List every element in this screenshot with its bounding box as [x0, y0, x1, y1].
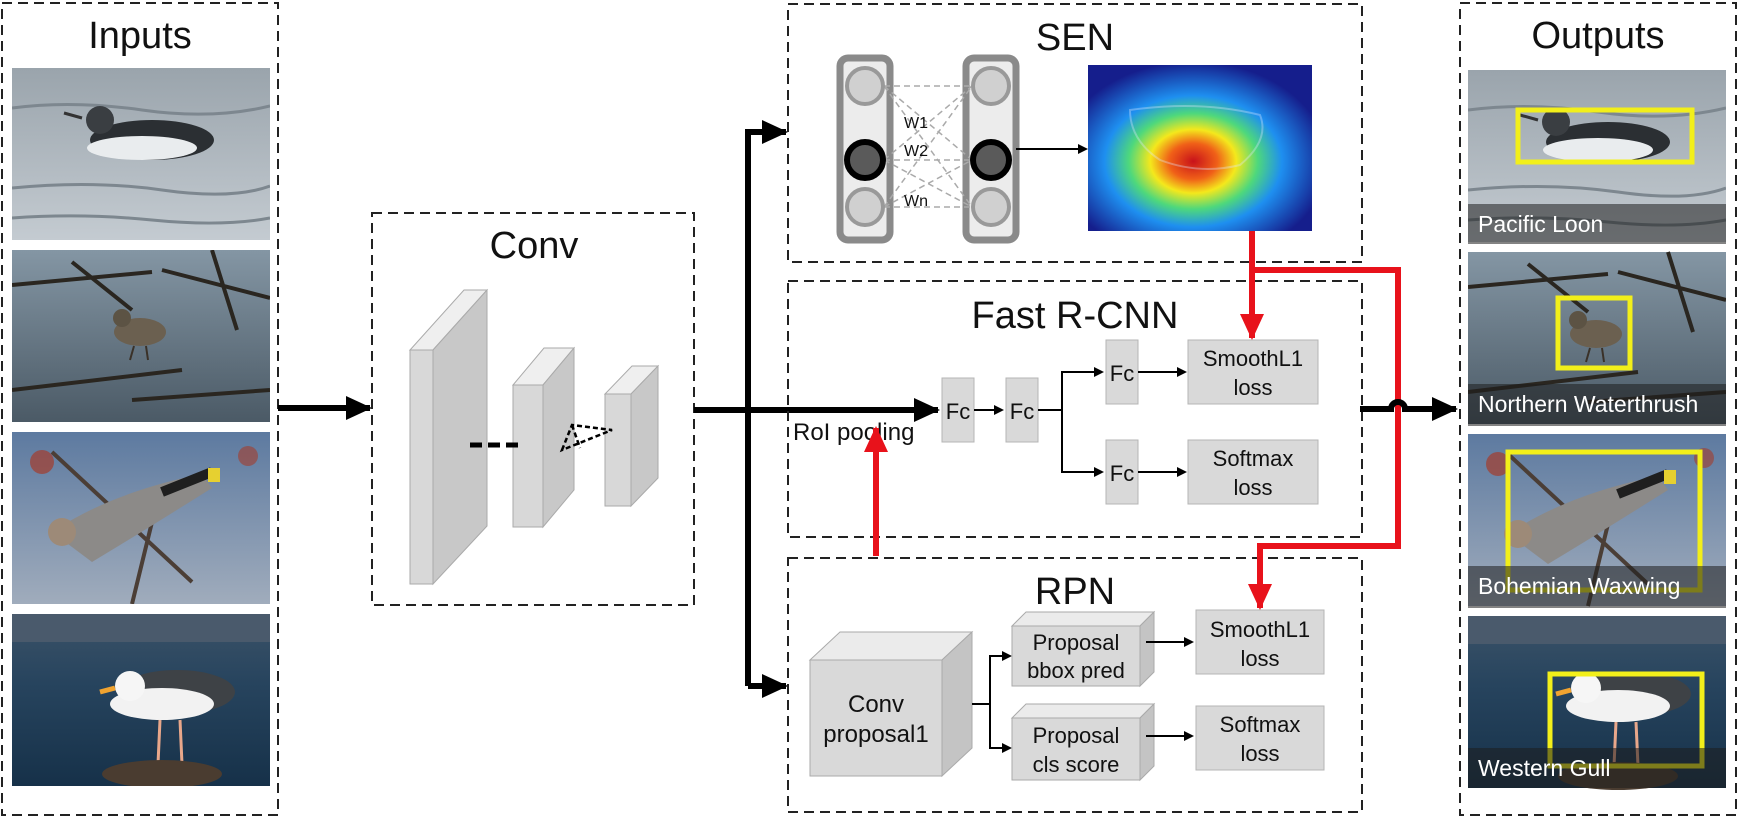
- input-image-western-gull: [12, 614, 270, 788]
- conv-title: Conv: [490, 225, 579, 267]
- arrow-to-sen: [745, 120, 788, 686]
- sen-weight-w1: W1: [904, 115, 928, 132]
- conv-layer-2: [511, 346, 576, 529]
- fc-box-bbox: [1105, 339, 1139, 405]
- detection-box: [1555, 295, 1633, 371]
- output-caption-bar: [1468, 384, 1726, 426]
- sen-node: [971, 187, 1011, 227]
- arrow-fc2-to-fc-bbox: [1038, 367, 1104, 411]
- fc-label: Fc: [1010, 399, 1034, 424]
- fast-rcnn-title: Fast R-CNN: [972, 295, 1179, 337]
- input-image-bohemian-waxwing: [12, 432, 270, 604]
- conv-layer-3: [603, 364, 660, 508]
- rpn-smoothl1-loss-line2: loss: [1240, 646, 1279, 671]
- rpn-panel: [787, 557, 1363, 813]
- red-arrow-sen-to-rpn-loss: [1248, 267, 1401, 610]
- fast-smoothl1-loss-line2: loss: [1233, 375, 1272, 400]
- rpn-softmax-loss-box: [1195, 705, 1325, 771]
- conv-proposal-line2: proposal1: [823, 721, 928, 748]
- output-label-pacific-loon: Pacific Loon: [1478, 211, 1603, 237]
- proposal-bbox-line2: bbox pred: [1027, 658, 1125, 683]
- rpn-smoothl1-loss-box: [1195, 609, 1325, 675]
- output-label-bohemian-waxwing: Bohemian Waxwing: [1478, 573, 1680, 599]
- proposal-bbox-pred-box: [1010, 610, 1156, 688]
- proposal-bbox-line1: Proposal: [1033, 630, 1120, 655]
- fast-softmax-loss-box: [1187, 439, 1319, 505]
- arrow-to-outputs: [1360, 397, 1458, 421]
- fast-softmax-loss-line1: Softmax: [1213, 446, 1294, 471]
- arrow-to-bbox-pred: [972, 651, 1012, 705]
- sen-weight-w2: W2: [904, 143, 928, 160]
- attention-heatmap: [1088, 65, 1312, 231]
- arrow-to-cls-score: [989, 704, 1012, 753]
- sen-connections: [883, 85, 973, 208]
- fast-softmax-loss-line2: loss: [1233, 475, 1272, 500]
- rpn-title: RPN: [1035, 571, 1115, 613]
- rpn-smoothl1-loss-line1: SmoothL1: [1210, 617, 1310, 642]
- fc-label: Fc: [1110, 361, 1134, 386]
- input-image-pacific-loon: [12, 68, 270, 240]
- outputs-panel: [1459, 2, 1737, 816]
- proposal-cls-score-box: [1010, 702, 1156, 782]
- conv-kernel-pyramid: [559, 423, 613, 453]
- output-caption-bar: [1468, 748, 1726, 788]
- fc-label: Fc: [1110, 461, 1134, 486]
- sen-title: SEN: [1036, 17, 1114, 59]
- output-card: Northern Waterthrush: [1468, 252, 1726, 426]
- outputs-title: Outputs: [1531, 15, 1664, 57]
- rpn-conv-proposal-cube: [808, 630, 974, 778]
- sen-weight-wn: Wn: [904, 193, 928, 210]
- fast-smoothl1-loss-box: [1187, 339, 1319, 405]
- output-label-western-gull: Western Gull: [1478, 755, 1611, 781]
- fc-box-cls: [1105, 439, 1139, 505]
- output-card: Bohemian Waxwing: [1468, 434, 1726, 608]
- output-label-northern-waterthrush: Northern Waterthrush: [1478, 391, 1698, 417]
- sen-node-active: [970, 139, 1012, 181]
- proposal-cls-line1: Proposal: [1033, 723, 1120, 748]
- output-caption-bar: [1468, 566, 1726, 608]
- fc-box-1: [941, 377, 975, 443]
- inputs-title: Inputs: [88, 15, 192, 57]
- sen-node: [845, 187, 885, 227]
- conv-layer-1: [408, 288, 489, 586]
- sen-node-active: [844, 139, 886, 181]
- arrow-fc2-to-fc-cls: [1061, 410, 1104, 477]
- output-card: Western Gull: [1468, 616, 1726, 790]
- fc-label: Fc: [946, 399, 970, 424]
- roi-pooling-label: RoI pooling: [793, 419, 914, 446]
- detection-box: [1515, 107, 1695, 165]
- fast-smoothl1-loss-line1: SmoothL1: [1203, 346, 1303, 371]
- rpn-softmax-loss-line2: loss: [1240, 741, 1279, 766]
- input-image-northern-waterthrush: [12, 250, 270, 422]
- conv-proposal-line1: Conv: [848, 691, 904, 718]
- proposal-cls-line2: cls score: [1033, 752, 1120, 777]
- sen-node: [845, 66, 885, 106]
- output-card: Pacific Loon: [1468, 70, 1726, 244]
- sen-node: [971, 66, 1011, 106]
- rpn-softmax-loss-line1: Softmax: [1220, 712, 1301, 737]
- output-caption-bar: [1468, 204, 1726, 244]
